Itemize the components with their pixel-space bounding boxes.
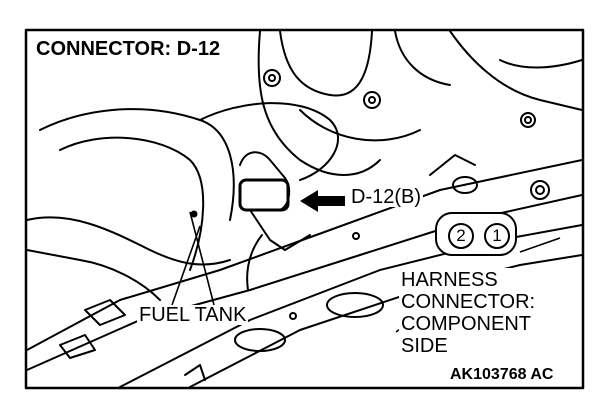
callout-arrow — [300, 190, 345, 212]
connector-pin-2: 2 — [448, 223, 474, 249]
harness-label-line: COMPONENT — [401, 313, 531, 335]
fuel-tank-label: FUEL TANK — [137, 304, 249, 326]
figure-code: AK103768 AC — [448, 366, 556, 383]
connector-pin-1: 1 — [484, 223, 510, 249]
connector-callout-label: D-12(B) — [349, 186, 424, 208]
harness-label-line: HARNESS — [401, 269, 498, 291]
frame-border — [24, 28, 585, 390]
harness-label-line: SIDE — [401, 335, 448, 357]
harness-label-line: CONNECTOR: — [401, 291, 536, 313]
harness-connector-label: HARNESS CONNECTOR: COMPONENT SIDE — [399, 268, 538, 358]
diagram-title: CONNECTOR: D-12 — [33, 38, 224, 60]
